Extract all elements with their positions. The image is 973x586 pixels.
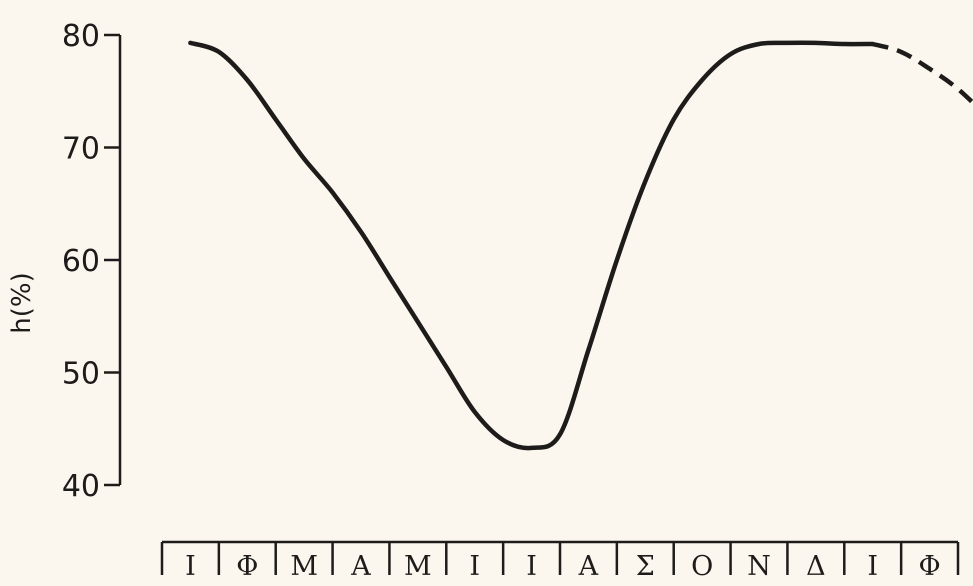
y-axis: 40 50 60 70 80 [62, 19, 122, 504]
y-tick-label: 60 [62, 244, 100, 279]
x-tick-label: Μ [404, 551, 432, 581]
y-tick-label: 70 [62, 132, 100, 167]
y-tick-label: 50 [62, 357, 100, 392]
x-tick-label: Φ [236, 551, 258, 581]
dashed-series-line [872, 41, 973, 106]
y-axis-label: h(%) [7, 272, 37, 333]
x-tick-label: Ι [185, 551, 196, 581]
y-tick-label: 80 [62, 19, 100, 54]
x-tick-label: Ο [691, 551, 713, 581]
x-tick-label: Ι [469, 551, 480, 581]
x-tick-label: Ι [867, 551, 878, 581]
x-tick-label: Φ [919, 551, 941, 581]
x-tick-label: Ν [747, 551, 771, 581]
x-tick-label: Α [578, 551, 599, 581]
x-tick-label: Μ [290, 551, 318, 581]
series-layer [188, 40, 973, 451]
x-tick-label: Σ [636, 551, 655, 581]
x-tick-label: Δ [806, 551, 826, 581]
y-tick-label: 40 [62, 469, 100, 504]
x-tick-label: Ι [526, 551, 537, 581]
x-tick-label: Α [350, 551, 371, 581]
series-line [188, 40, 875, 451]
